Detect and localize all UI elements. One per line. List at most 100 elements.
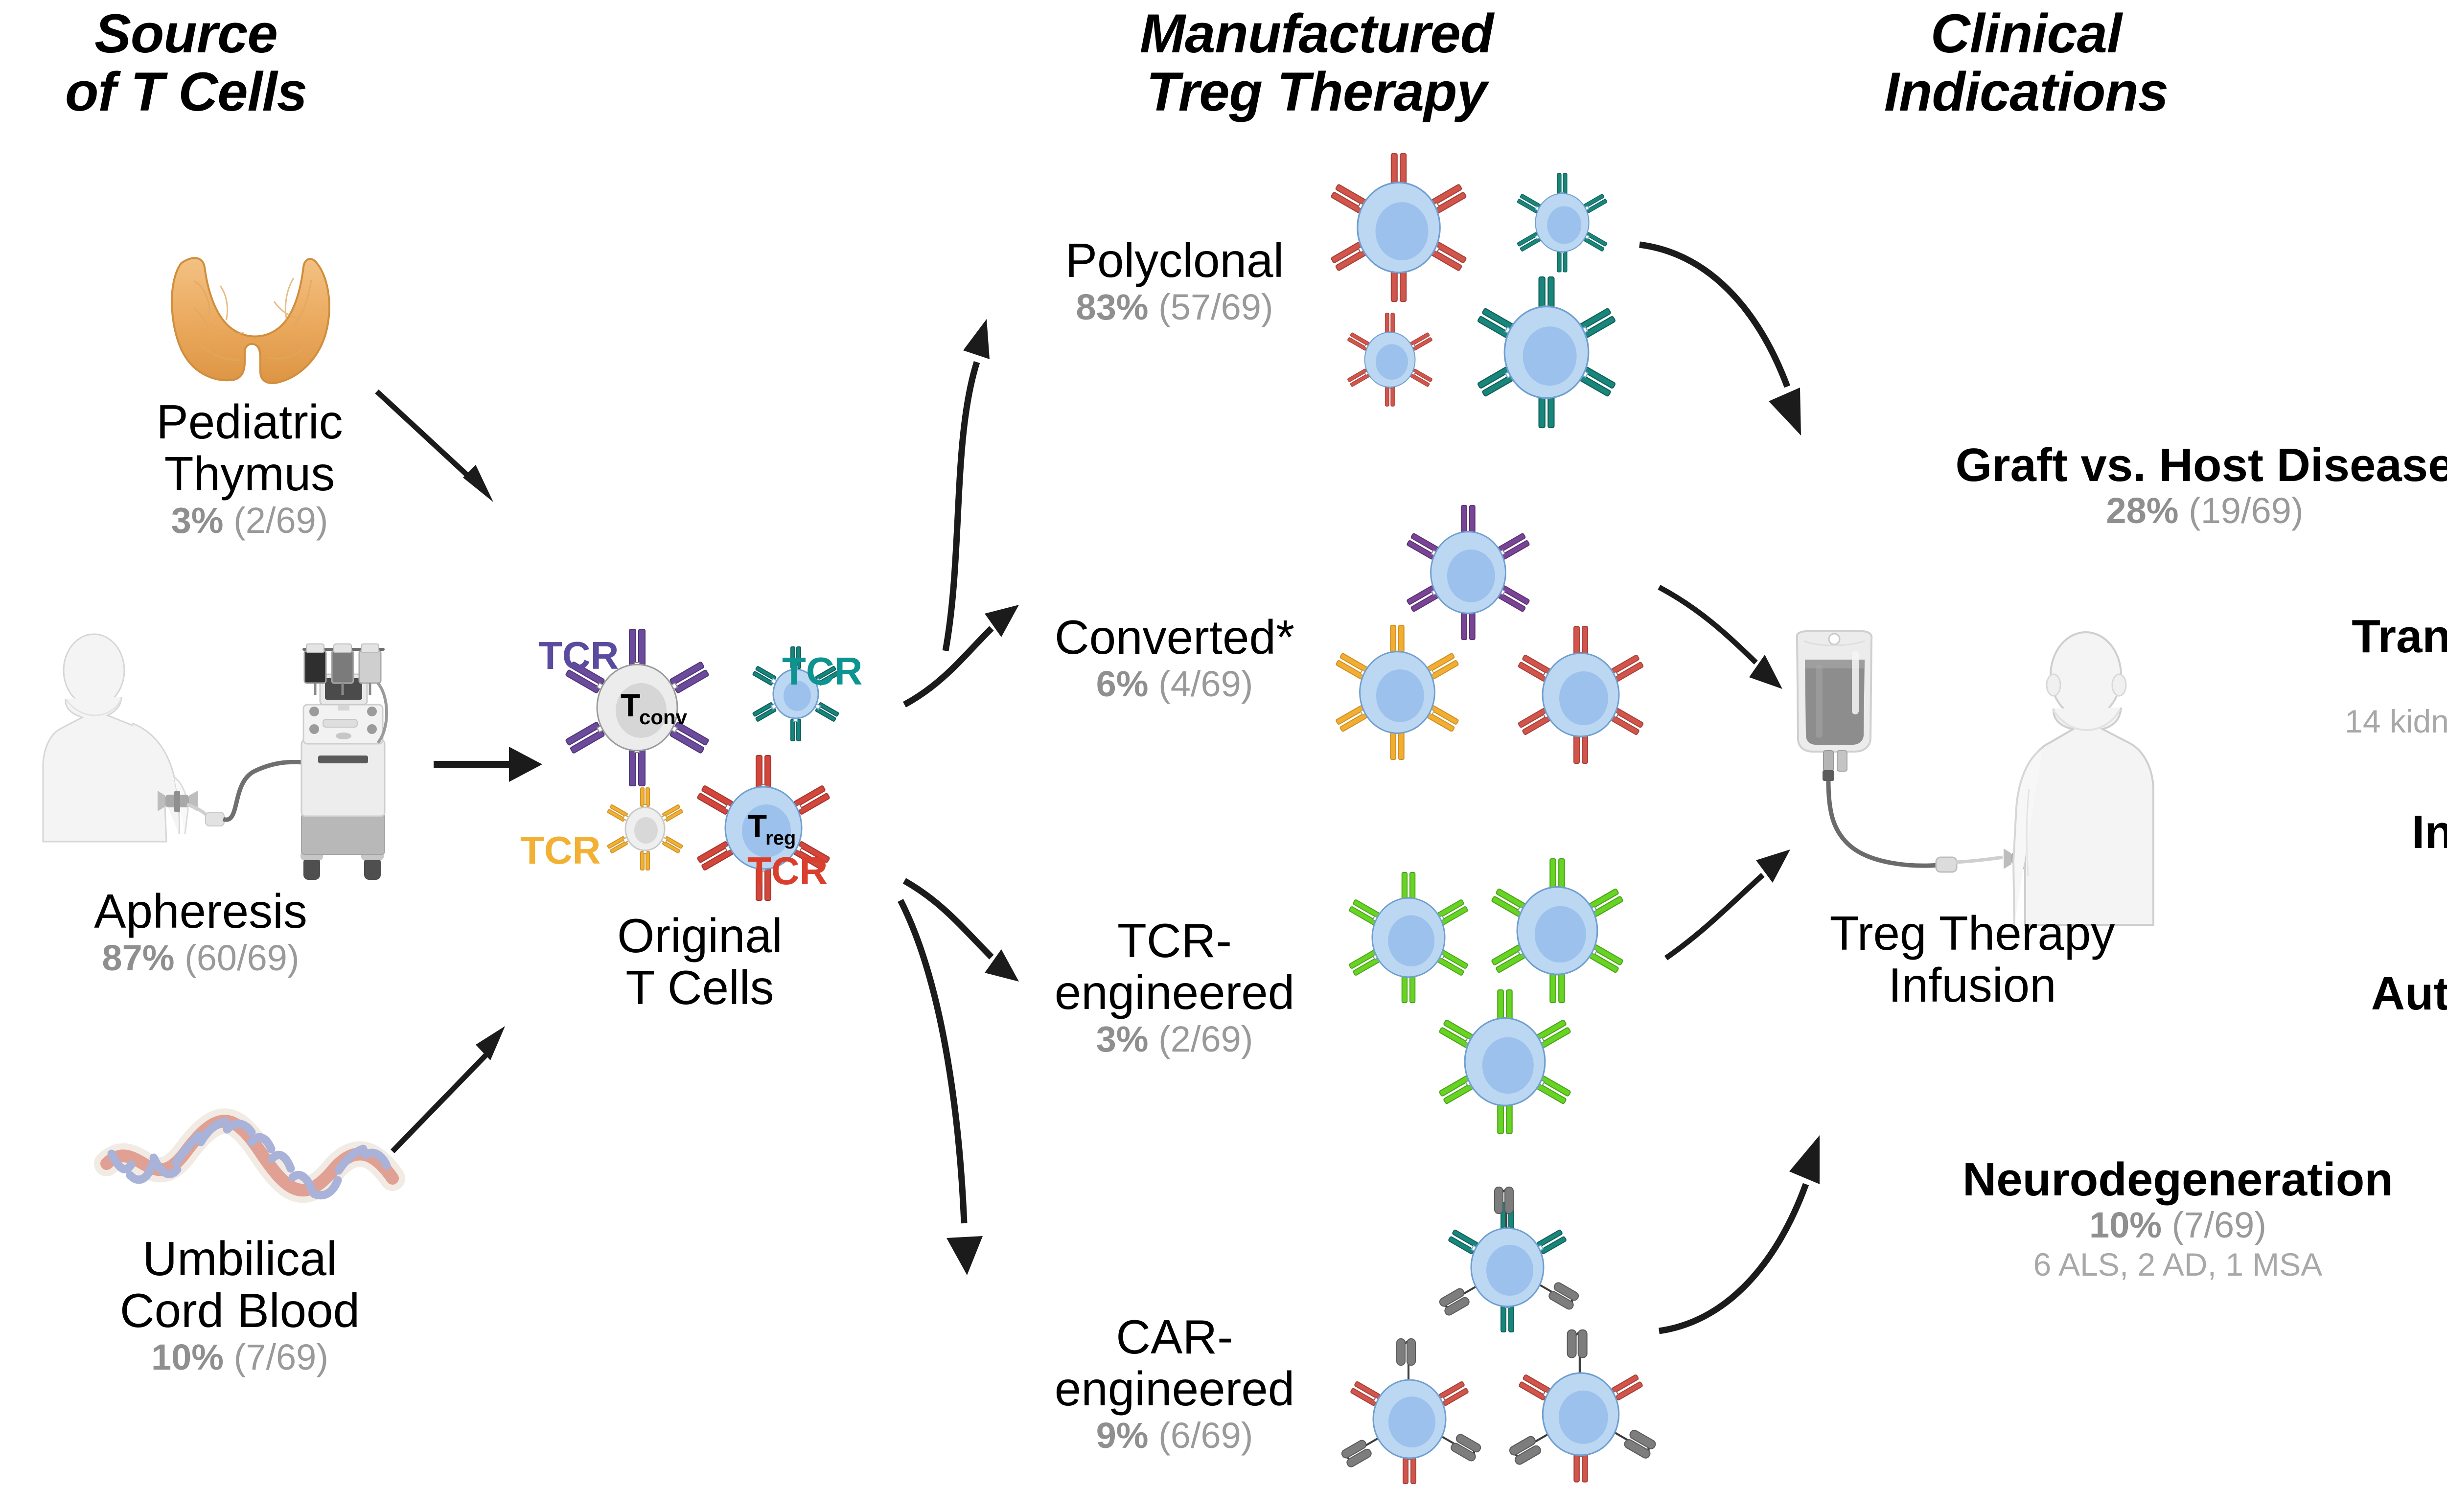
original-t-cells-cluster: T conv [519, 607, 891, 930]
converted-cell-cluster [1307, 484, 1708, 788]
therapy-stat: 3% (2/69) [993, 1019, 1356, 1060]
arrow-polyclonal-to-gvhd [1635, 240, 1845, 475]
arrow-thymus-to-original [372, 387, 514, 519]
indication-title: Transplantation [2352, 610, 2447, 663]
therapy-label-line1: Converted* [1054, 610, 1295, 664]
therapy-stat: 6% (4/69) [993, 664, 1356, 705]
indication-title: Autoimmunity [2371, 967, 2447, 1020]
source-stat-pct: 10% [151, 1336, 224, 1377]
indication-stat: 26% (18/69) [1723, 1019, 2447, 1060]
therapy-car-engineered-label: CAR- engineered 9% (6/69) [993, 1311, 1356, 1456]
indication-stat-pct: 28% [2106, 490, 2179, 531]
arrow-cordblood-to-original [387, 1015, 533, 1157]
thymus-gland-icon [147, 254, 352, 401]
therapy-stat-pct: 9% [1096, 1415, 1149, 1456]
svg-text:T: T [748, 808, 767, 844]
source-label-line2: Cord Blood [119, 1283, 360, 1337]
indication-detail: 11 T1D [1723, 1060, 2447, 1098]
indication-title: Inflammation [2411, 806, 2447, 858]
indication-autoimmunity: Autoimmunity 26% (18/69) 11 T1D [1723, 969, 2447, 1098]
arrow-converted-to-infusion [1654, 582, 1816, 714]
therapy-label-line1: TCR- [1117, 914, 1232, 967]
apheresis-machine-icon [42, 633, 431, 891]
column-header-source-line1: Source [94, 3, 278, 64]
iv-bag-icon [1781, 630, 2163, 926]
column-header-clinical: Clinical Indications [1806, 3, 2246, 122]
column-header-manufactured-line2: Treg Therapy [1146, 61, 1487, 122]
source-label-line1: Apheresis [94, 884, 307, 938]
source-stat: 3% (2/69) [93, 500, 406, 541]
source-label-line1: Pediatric [156, 395, 343, 449]
indication-gvhd: Graft vs. Host Disease 28% (19/69) [1723, 440, 2447, 531]
therapy-stat: 83% (57/69) [993, 287, 1356, 328]
tcr-engineered-cell-cluster [1316, 851, 1718, 1145]
therapy-stat-pct: 3% [1096, 1018, 1149, 1059]
car-engineered-cell-cluster [1321, 1125, 1723, 1512]
indication-stat-frac: (7/69) [2171, 1204, 2266, 1245]
original-t-cells-label: Original T Cells [533, 910, 866, 1014]
therapy-polyclonal-label: Polyclonal 83% (57/69) [993, 233, 1356, 328]
therapy-converted-label: Converted* 6% (4/69) [993, 610, 1356, 705]
tcr-label-red: TCR [747, 849, 828, 893]
tcr-label-purple: TCR [538, 634, 619, 677]
therapy-stat-pct: 83% [1076, 286, 1149, 327]
arrow-original-to-tcr-engineered [896, 861, 1082, 1008]
indication-stat-pct: 10% [2089, 1204, 2162, 1245]
therapy-stat-frac: (2/69) [1158, 1018, 1253, 1059]
indication-neurodegeneration: Neurodegeneration 10% (7/69) 6 ALS, 2 AD… [1899, 1155, 2447, 1283]
source-stat-frac: (60/69) [185, 937, 300, 978]
infusion-label: Treg Therapy Infusion [1757, 906, 2188, 1011]
arrow-original-to-car-engineered [881, 891, 1086, 1306]
column-header-source-line2: of T Cells [65, 61, 307, 122]
indication-stat: 10% (7/69) [1899, 1205, 2447, 1246]
indication-transplantation: Transplantation 80% (21/69) 14 kidney, 7… [1723, 612, 2447, 740]
svg-text:conv: conv [639, 706, 688, 729]
original-t-cells-label-line1: Original [617, 909, 783, 962]
source-stat-frac: (7/69) [233, 1336, 328, 1377]
therapy-stat-frac: (6/69) [1158, 1415, 1253, 1456]
source-stat: 87% (60/69) [29, 938, 372, 979]
therapy-stat-frac: (57/69) [1158, 286, 1273, 327]
source-umbilical-cord-blood: Umbilical Cord Blood 10% (7/69) [73, 1233, 406, 1378]
source-label-line1: Umbilical [142, 1232, 337, 1285]
svg-text:T: T [621, 687, 640, 723]
therapy-label-line2: engineered [1054, 1361, 1295, 1416]
indication-stat: 6% (4/69) [1723, 857, 2447, 898]
arrow-original-to-converted [896, 577, 1082, 724]
arrow-tcr-engineered-to-infusion [1659, 827, 1821, 964]
umbilical-cord-icon [94, 1101, 405, 1233]
indication-title: Graft vs. Host Disease [1955, 439, 2447, 491]
arrow-car-engineered-to-infusion [1654, 1067, 1860, 1341]
source-stat-frac: (2/69) [233, 500, 328, 541]
source-stat-pct: 87% [102, 937, 175, 978]
indication-inflammation: Inflammation 6% (4/69) [1723, 807, 2447, 898]
infusion-label-line1: Treg Therapy [1829, 906, 2115, 960]
indication-stat: 28% (19/69) [1723, 490, 2447, 531]
therapy-label-line1: Polyclonal [1065, 233, 1284, 287]
source-stat-pct: 3% [171, 500, 224, 541]
therapy-stat: 9% (6/69) [993, 1415, 1356, 1456]
indication-title: Neurodegeneration [1962, 1153, 2394, 1206]
therapy-stat-frac: (4/69) [1158, 663, 1253, 704]
indication-detail: 6 ALS, 2 AD, 1 MSA [2033, 1246, 2323, 1283]
indication-stat-frac: (19/69) [2189, 490, 2304, 531]
original-t-cells-label-line2: T Cells [625, 960, 774, 1014]
source-stat: 10% (7/69) [73, 1337, 406, 1378]
column-header-clinical-line1: Clinical [1930, 3, 2122, 64]
column-header-source: Source of T Cells [29, 3, 343, 122]
source-label-line2: Thymus [164, 446, 335, 501]
therapy-label-line1: CAR- [1116, 1310, 1233, 1364]
column-header-manufactured: Manufactured Treg Therapy [1072, 3, 1561, 122]
tcr-label-orange: TCR [520, 828, 601, 872]
indication-stat: 80% (21/69) [1723, 662, 2447, 703]
polyclonal-cell-cluster [1292, 137, 1693, 440]
svg-text:reg: reg [765, 827, 796, 849]
indication-detail: 14 kidney, 7 liver, 1 heart [2345, 703, 2447, 740]
column-header-manufactured-line1: Manufactured [1139, 3, 1494, 64]
arrow-apheresis-to-original [431, 734, 558, 798]
therapy-label-line2: engineered [1054, 965, 1295, 1019]
therapy-tcr-engineered-label: TCR- engineered 3% (2/69) [993, 915, 1356, 1060]
column-header-clinical-line2: Indications [1884, 61, 2169, 122]
source-apheresis: Apheresis 87% (60/69) [29, 884, 372, 979]
